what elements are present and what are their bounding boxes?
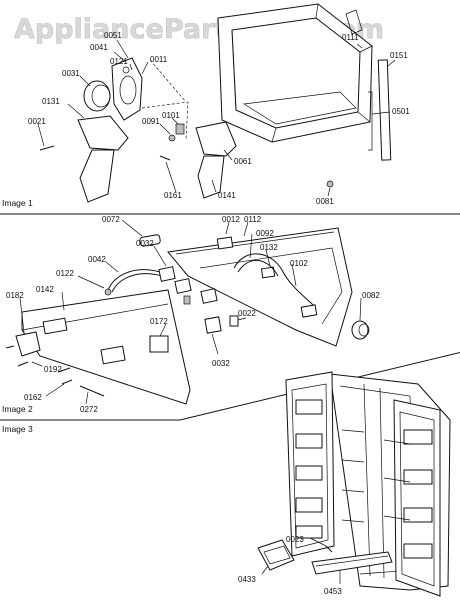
housing-0111 [217, 3, 373, 143]
callout-0031: 0031 [62, 69, 80, 78]
callout-0161: 0161 [164, 191, 182, 200]
pin-0272 [79, 385, 105, 397]
gasket-0151 [377, 59, 392, 161]
callout-0162: 0162 [24, 393, 42, 402]
callout-0101: 0101 [162, 111, 180, 120]
callout-0192: 0192 [44, 365, 62, 374]
callout-0032-bottom: 0032 [212, 359, 230, 368]
panel-0501 [368, 91, 373, 151]
callout-0182: 0182 [6, 291, 24, 300]
callout-0151: 0151 [390, 51, 408, 60]
callout-0433: 0433 [238, 575, 256, 584]
connector-0102 [300, 304, 318, 318]
plug-0081 [326, 180, 334, 188]
callout-0142: 0142 [36, 285, 54, 294]
callout-0042: 0042 [88, 255, 106, 264]
crank-arm-0131 [77, 115, 129, 151]
motor-0031 [83, 80, 111, 112]
callout-0032-top: 0032 [136, 239, 154, 248]
callout-0082: 0082 [362, 291, 380, 300]
callout-0041: 0041 [90, 43, 108, 52]
section-label-image-2: Image 2 [2, 404, 33, 414]
section-label-image-1: Image 1 [2, 198, 33, 208]
toe-grille-0453 [311, 551, 393, 575]
callout-0092: 0092 [256, 229, 274, 238]
spring-0091 [168, 134, 176, 142]
part-callouts: 0051 0041 0121 0011 0031 0131 0021 0091 … [6, 31, 410, 596]
heater-0072 [139, 234, 161, 247]
door-flap-left [79, 149, 115, 203]
callout-0111: 0111 [342, 33, 359, 42]
callout-0081: 0081 [316, 197, 334, 206]
switch-0032b [204, 316, 222, 334]
screw-0023 [325, 545, 333, 553]
interior-shelves [341, 429, 411, 523]
callout-0453: 0453 [324, 587, 342, 596]
callout-0132: 0132 [260, 243, 278, 252]
actuator-0101 [175, 123, 185, 135]
fresh-food-door-bins [403, 429, 433, 559]
callout-0122: 0122 [56, 269, 74, 278]
screw-0021 [39, 145, 55, 151]
screw-0192 [17, 361, 29, 367]
callout-0023: 0023 [286, 535, 304, 544]
callout-0131: 0131 [42, 97, 60, 106]
callout-0272: 0272 [80, 405, 98, 414]
divider-image-2 [0, 351, 460, 421]
callout-0011: 0011 [150, 55, 168, 64]
screw-0162 [61, 379, 73, 385]
callout-0172: 0172 [150, 317, 168, 326]
bracket-0041 [111, 57, 143, 121]
callout-0501: 0501 [392, 107, 410, 116]
callout-0012: 0012 [222, 215, 240, 224]
harness-0042 [107, 269, 161, 291]
knob-0082 [351, 320, 369, 340]
image-2-assembly [5, 219, 370, 405]
switch-0032a [158, 266, 218, 305]
callout-0072: 0072 [102, 215, 120, 224]
harness-0092 [233, 253, 315, 307]
switch-0172 [149, 335, 169, 353]
section-label-image-3: Image 3 [2, 424, 33, 434]
bracket-0061 [195, 121, 237, 157]
freezer-door-bins [295, 399, 323, 539]
bracket-0182 [15, 331, 41, 357]
image-3-refrigerator [257, 371, 451, 597]
callout-0121: 0121 [110, 57, 128, 66]
image-1-assembly [37, 3, 396, 203]
callout-0051: 0051 [104, 31, 122, 40]
callout-0021: 0021 [28, 117, 46, 126]
screw-0161 [159, 155, 171, 161]
door-flap-0141 [197, 155, 225, 199]
switch-0022 [229, 315, 239, 327]
callout-0022: 0022 [238, 309, 256, 318]
callout-0061: 0061 [234, 157, 252, 166]
callout-0102: 0102 [290, 259, 308, 268]
callout-0141: 0141 [218, 191, 236, 200]
callout-0112: 0112 [244, 215, 262, 224]
callout-0091: 0091 [142, 117, 160, 126]
